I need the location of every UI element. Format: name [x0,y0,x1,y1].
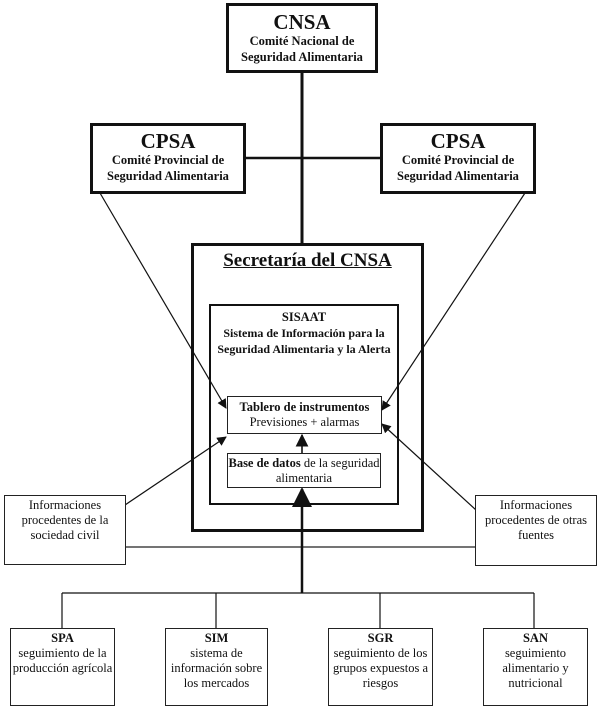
cnsa-box: CNSA Comité Nacional de Seguridad Alimen… [226,3,378,73]
san-line3: nutricional [508,676,563,690]
sgr-box: SGR seguimiento de los grupos expuestos … [328,628,433,706]
base-datos-line1: Base de datos de la seguridad [228,456,380,471]
cnsa-acronym: CNSA [273,10,331,34]
info-civil-line3: sociedad civil [30,528,100,542]
spa-line1: seguimiento de la [18,646,107,660]
cpsa-left-box: CPSA Comité Provincial de Seguridad Alim… [90,123,246,194]
sim-box: SIM sistema de información sobre los mer… [165,628,268,706]
secretaria-title: Secretaría del CNSA [223,250,392,271]
cpsa-right-line2: Seguridad Alimentaria [397,169,519,183]
sisaat-box: SISAAT Sistema de Información para la Se… [209,304,399,505]
sim-line3: los mercados [183,676,250,690]
sisaat-line2: Seguridad Alimentaria y la Alerta [217,342,391,356]
sim-line2: información sobre [170,661,263,675]
sgr-line3: riesgos [362,676,399,690]
cpsa-right-box: CPSA Comité Provincial de Seguridad Alim… [380,123,536,194]
san-box: SAN seguimiento alimentario y nutriciona… [483,628,588,706]
tablero-title: Tablero de instrumentos [239,400,370,414]
cpsa-left-arrow [99,192,227,409]
cpsa-left-acronym: CPSA [140,129,196,153]
info-otras-line2: procedentes de otras [484,513,588,527]
base-datos-box: Base de datos de la seguridad alimentari… [227,453,381,488]
secretaria-box: Secretaría del CNSA [191,243,424,532]
info-civil-box: Informaciones procedentes de la sociedad… [4,495,126,565]
sim-acronym: SIM [204,631,229,645]
cpsa-right-line1: Comité Provincial de [401,153,515,167]
san-line2: alimentario y [502,661,569,675]
sgr-line1: seguimiento de los [333,646,428,660]
tablero-box: Tablero de instrumentos Previsiones + al… [227,396,382,434]
base-datos-line2: alimentaria [275,471,333,485]
cpsa-left-line1: Comité Provincial de [111,153,225,167]
info-civil-line2: procedentes de la [21,513,109,527]
spa-acronym: SPA [51,631,74,645]
san-line1: seguimiento [504,646,567,660]
san-acronym: SAN [522,631,548,645]
sgr-acronym: SGR [367,631,394,645]
info-otras-line3: fuentes [517,528,555,542]
info-otras-box: Informaciones procedentes de otras fuent… [475,495,597,566]
cnsa-line2: Seguridad Alimentaria [241,50,363,64]
sisaat-acronym: SISAAT [281,310,327,324]
cnsa-line1: Comité Nacional de [249,34,355,48]
sim-line1: sistema de [190,646,243,660]
sisaat-line1: Sistema de Información para la [223,326,385,340]
spa-line2: producción agrícola [12,661,113,675]
sgr-line2: grupos expuestos a [332,661,429,675]
tablero-subtitle: Previsiones + alarmas [249,415,360,429]
cpsa-right-arrow [381,192,526,411]
info-otras-line1: Informaciones [499,498,573,512]
cpsa-right-acronym: CPSA [430,129,486,153]
info-civil-line1: Informaciones [28,498,102,512]
spa-box: SPA seguimiento de la producción agrícol… [10,628,115,706]
cpsa-left-line2: Seguridad Alimentaria [107,169,229,183]
base-datos-rest: de la seguridad [300,456,380,470]
base-datos-bold: Base de datos [228,456,301,470]
